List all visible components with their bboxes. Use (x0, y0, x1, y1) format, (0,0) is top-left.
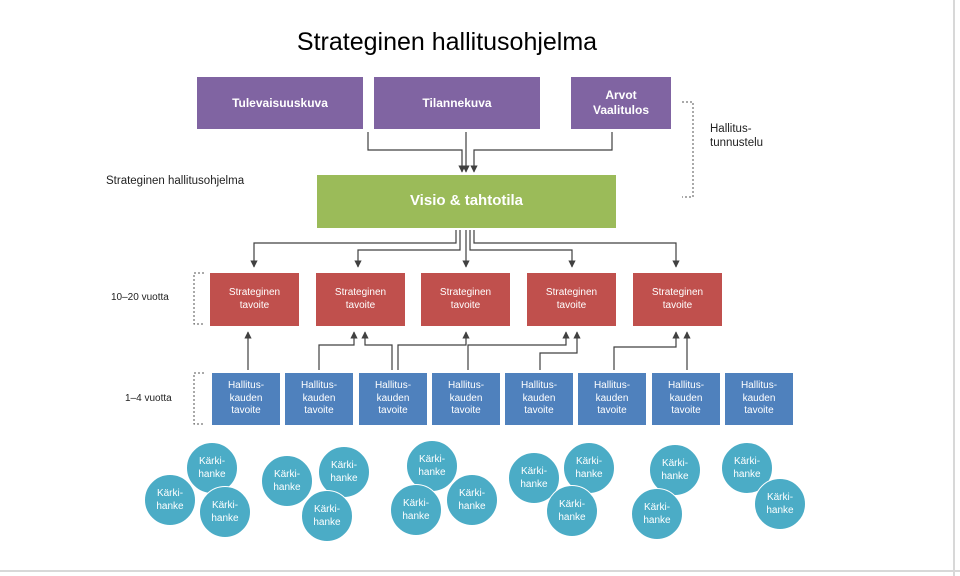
connector-arvot-vision (470, 132, 613, 173)
key-project-14: Kärki- hanke (631, 488, 683, 540)
connector-tulevaisuuskuva-vision (367, 132, 466, 173)
connector-term-2-goal-2 (318, 331, 358, 370)
key-project-1: Kärki- hanke (186, 442, 238, 494)
bracket-short-term (193, 372, 204, 425)
term-goal-6: Hallitus- kauden tavoite (578, 373, 646, 425)
label-10-20-vuotta: 10–20 vuotta (111, 292, 169, 303)
key-project-6: Kärki- hanke (301, 490, 353, 542)
key-project-13: Kärki- hanke (649, 444, 701, 496)
term-goal-5: Hallitus- kauden tavoite (505, 373, 573, 425)
label-1-4-vuotta: 1–4 vuotta (125, 393, 172, 404)
key-project-8: Kärki- hanke (390, 484, 442, 536)
strategic-goal-1: Strateginen tavoite (210, 273, 299, 326)
term-goal-7: Hallitus- kauden tavoite (652, 373, 720, 425)
frame-bottom-border (0, 570, 960, 572)
key-project-16: Kärki- hanke (754, 478, 806, 530)
key-project-5: Kärki- hanke (261, 455, 313, 507)
key-project-2: Kärki- hanke (144, 474, 196, 526)
box-arvot-vaalitulos: Arvot Vaalitulos (571, 77, 671, 129)
strategic-goal-5: Strateginen tavoite (633, 273, 722, 326)
term-goal-2: Hallitus- kauden tavoite (285, 373, 353, 425)
key-project-9: Kärki- hanke (446, 474, 498, 526)
connector-vision-goal-5 (473, 230, 680, 268)
connector-term-3-goal-2 (361, 331, 393, 370)
box-visio-tahtotila: Visio & tahtotila (317, 175, 616, 228)
frame-right-border (953, 0, 955, 576)
page-title: Strateginen hallitusohjelma (296, 28, 598, 56)
key-project-4: Kärki- hanke (318, 446, 370, 498)
connector-term-4-goal-4 (467, 331, 570, 370)
connector-vision-goal-1 (250, 230, 457, 268)
strategic-goal-2: Strateginen tavoite (316, 273, 405, 326)
connector-vision-goal-4 (469, 230, 576, 268)
connector-term-5-goal-4 (539, 331, 581, 370)
connector-vision-goal-2 (354, 230, 461, 268)
bracket-long-term (193, 272, 204, 325)
term-goal-8: Hallitus- kauden tavoite (725, 373, 793, 425)
key-project-3: Kärki- hanke (199, 486, 251, 538)
strategic-goal-4: Strateginen tavoite (527, 273, 616, 326)
label-strateginen-hallitusohjelma: Strateginen hallitusohjelma (106, 175, 245, 187)
term-goal-3: Hallitus- kauden tavoite (359, 373, 427, 425)
connector-term-3-goal-3 (397, 331, 470, 370)
label-hallitus-tunnustelu: Hallitus- tunnustelu (710, 123, 764, 150)
strategic-goal-3: Strateginen tavoite (421, 273, 510, 326)
key-project-7: Kärki- hanke (406, 440, 458, 492)
term-goal-1: Hallitus- kauden tavoite (212, 373, 280, 425)
box-tilannekuva: Tilannekuva (374, 77, 540, 129)
connector-term-6-goal-5 (613, 331, 680, 370)
bracket-hallitus-tunnustelu (682, 101, 694, 198)
term-goal-4: Hallitus- kauden tavoite (432, 373, 500, 425)
key-project-12: Kärki- hanke (546, 485, 598, 537)
box-tulevaisuuskuva: Tulevaisuuskuva (197, 77, 363, 129)
